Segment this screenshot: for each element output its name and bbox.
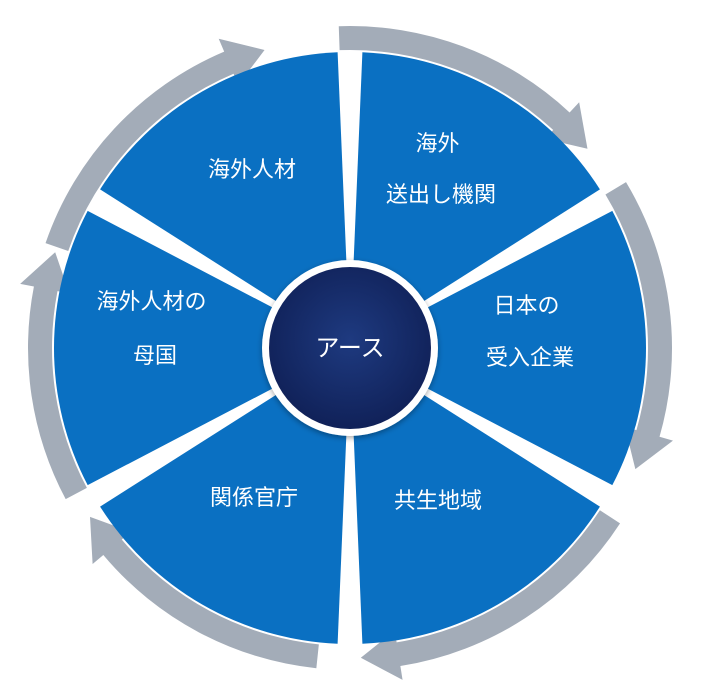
cycle-arrow: [360, 510, 621, 680]
segment-label-home-country: 海外人材の 母国: [96, 290, 213, 369]
center-label: アース: [315, 334, 384, 362]
center-hub-core: [269, 267, 431, 429]
segment-label-japanese-company: 日本の 受入企業: [486, 294, 574, 371]
cycle-arrow-shape: [360, 510, 621, 680]
cycle-arrow: [45, 38, 265, 251]
cycle-arrow-shape: [20, 252, 87, 500]
cycle-arrow: [605, 182, 673, 470]
cycle-arrow: [20, 252, 87, 500]
cycle-arrow-shape: [90, 516, 319, 669]
cycle-arrow-shape: [338, 26, 588, 149]
segment-label-sending-organization: 海外 送出し機関: [386, 132, 496, 208]
cycle-arrow: [338, 26, 588, 149]
cycle-arrow-shape: [605, 182, 673, 470]
segment-japanese-company: [350, 210, 647, 486]
segment-overseas-talent: [100, 52, 350, 348]
segment-community: [350, 348, 600, 644]
cycle-arrow-shape: [45, 38, 265, 251]
cycle-arrow-ring: [20, 26, 673, 680]
segment-wheel: [53, 52, 647, 644]
segment-government: [100, 348, 350, 644]
segment-label-overseas-talent: 海外人材: [208, 158, 296, 183]
segment-label-community: 共生地域: [394, 489, 482, 514]
segment-label-government: 関係官庁: [210, 486, 298, 511]
segment-sending-organization: [350, 52, 600, 348]
cycle-arrow: [90, 516, 319, 669]
center-hub: アース: [262, 260, 438, 436]
segment-home-country: [53, 210, 350, 486]
